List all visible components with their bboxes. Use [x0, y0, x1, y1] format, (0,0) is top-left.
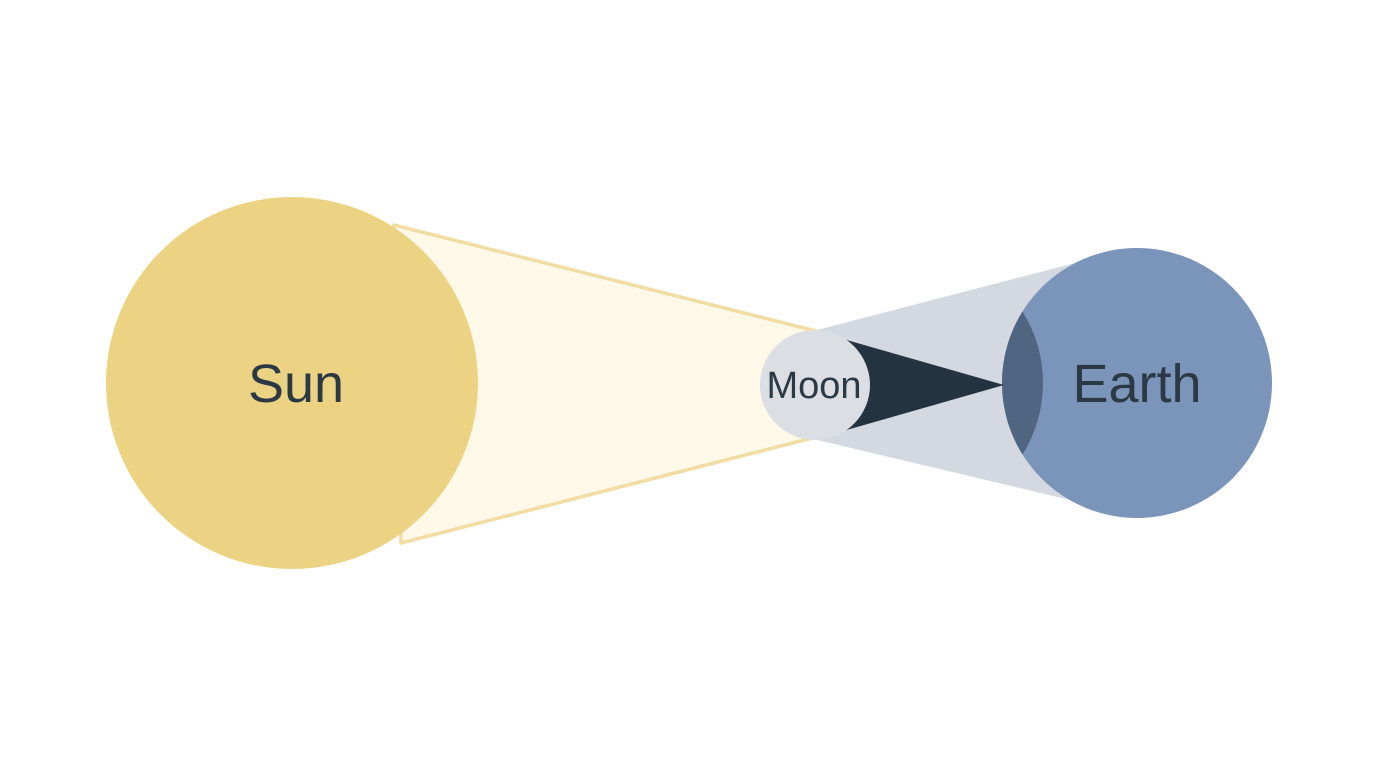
moon-label: Moon: [766, 365, 861, 407]
sun-circle: [106, 197, 478, 569]
earth-label: Earth: [1072, 354, 1201, 414]
earth-shadow-overlap: [1002, 311, 1043, 455]
moon-circle: [760, 330, 870, 440]
earth-circle: [1002, 248, 1272, 518]
sun-label: Sun: [248, 354, 344, 414]
